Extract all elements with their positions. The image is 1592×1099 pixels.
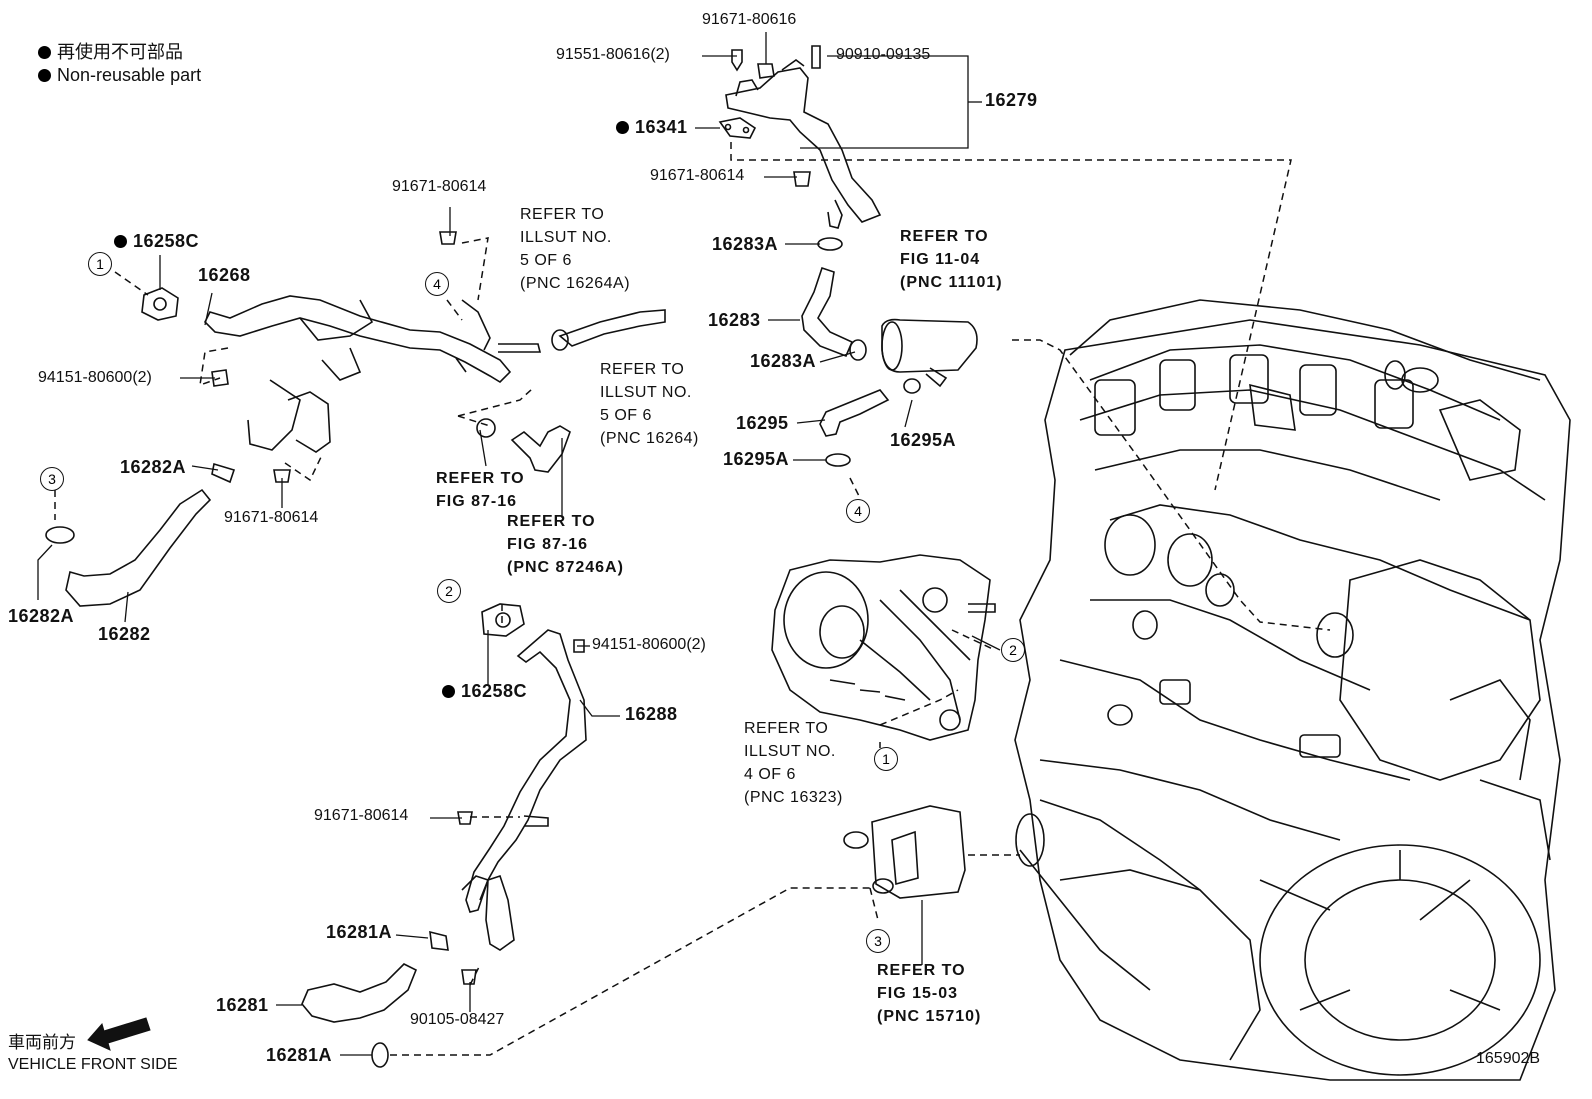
part-label[interactable]: 16283A <box>750 351 817 371</box>
part-label[interactable]: 94151-80600(2) <box>38 369 152 386</box>
refer-note: REFER TO FIG 87-16 (PNC 87246A) <box>507 513 624 576</box>
part-label[interactable]: 91671-80614 <box>314 807 409 824</box>
legend-en-text: Non-reusable part <box>57 65 202 85</box>
hose-right-of-16268 <box>476 309 666 473</box>
part-label[interactable]: 94151-80600(2) <box>592 636 706 653</box>
refer-note: REFER TO FIG 11-04 (PNC 11101) <box>900 228 1003 291</box>
part-label[interactable]: 16279 <box>985 90 1038 110</box>
part-label-text: 16258C <box>133 231 200 251</box>
part-oil-cooler <box>843 805 966 899</box>
refer-note: REFER TO ILLSUT NO. 4 OF 6 (PNC 16323) <box>744 720 843 806</box>
part-label-nonreusable[interactable]: 16341 <box>616 118 688 136</box>
refer-note: REFER TO ILLSUT NO. 5 OF 6 (PNC 16264) <box>600 361 699 447</box>
direction-jp: 車両前方 <box>8 1033 76 1052</box>
part-label[interactable]: 16295 <box>736 413 789 433</box>
nonreusable-icon <box>114 235 127 248</box>
refer-note: REFER TO ILLSUT NO. 5 OF 6 (PNC 16264A) <box>520 206 631 292</box>
direction-en: VEHICLE FRONT SIDE <box>8 1056 178 1073</box>
part-label[interactable]: 16295A <box>890 430 957 450</box>
part-label[interactable]: 91551-80616(2) <box>556 46 670 63</box>
part-label[interactable]: 91671-80616 <box>702 11 797 28</box>
callout-3: 3 <box>40 467 64 491</box>
part-water-pump <box>771 554 996 741</box>
part-label[interactable]: 16282 <box>98 624 151 644</box>
part-label-text: 16258C <box>461 681 528 701</box>
part-label[interactable]: 91671-80614 <box>224 509 319 526</box>
part-label[interactable]: 16282A <box>120 457 187 477</box>
legend-jp-text: 再使用不可部品 <box>57 42 183 62</box>
part-label[interactable]: 16283 <box>708 310 761 330</box>
bolts-top <box>731 45 821 187</box>
refer-note: REFER TO FIG 15-03 (PNC 15710) <box>877 962 982 1025</box>
part-16288-pipe <box>461 629 587 951</box>
part-16295-hose <box>819 378 921 467</box>
callout-2: 2 <box>1001 638 1025 662</box>
vehicle-front-arrow <box>87 1017 151 1051</box>
part-label[interactable]: 16268 <box>198 265 251 285</box>
callout-4: 4 <box>846 499 870 523</box>
part-16341-gasket <box>718 117 757 139</box>
part-16258C-gasket-top <box>141 287 179 321</box>
nonreusable-icon <box>442 685 455 698</box>
callout-2: 2 <box>437 579 461 603</box>
bullet-icon <box>38 46 51 59</box>
engine-block <box>1014 299 1571 1081</box>
part-label[interactable]: 91671-80614 <box>392 178 487 195</box>
part-label-nonreusable[interactable]: 16258C <box>442 682 527 700</box>
part-label-text: 16341 <box>635 117 688 137</box>
part-16268-pipe <box>204 295 542 453</box>
dashed-leaders <box>54 142 1331 1056</box>
legend-en: Non-reusable part <box>38 66 201 84</box>
refer-note: REFER TO FIG 87-16 <box>436 470 525 510</box>
nonreusable-icon <box>616 121 629 134</box>
callout-1: 1 <box>874 747 898 771</box>
callout-3: 3 <box>866 929 890 953</box>
part-label-nonreusable[interactable]: 16258C <box>114 232 199 250</box>
part-label[interactable]: 90105-08427 <box>410 1011 505 1028</box>
figure-id: 165902B <box>1476 1050 1541 1067</box>
part-thermostat-housing <box>881 318 978 388</box>
part-label[interactable]: 91671-80614 <box>650 167 745 184</box>
part-label[interactable]: 16282A <box>8 606 75 626</box>
legend-jp: 再使用不可部品 <box>38 43 183 61</box>
bolts-left <box>211 231 457 484</box>
part-16282-hose <box>45 488 212 607</box>
callout-1: 1 <box>88 252 112 276</box>
callout-4: 4 <box>425 272 449 296</box>
part-label[interactable]: 16295A <box>723 449 790 469</box>
part-label[interactable]: 16281A <box>326 922 393 942</box>
part-16281-hose <box>301 811 477 1068</box>
part-label[interactable]: 90910-09135 <box>836 46 931 63</box>
part-label[interactable]: 16281A <box>266 1045 333 1065</box>
part-label[interactable]: 16283A <box>712 234 779 254</box>
part-16283-hose <box>801 237 867 361</box>
part-label[interactable]: 16281 <box>216 995 269 1015</box>
part-16279-pipe <box>725 59 882 229</box>
bullet-icon <box>38 69 51 82</box>
part-16258C-gasket-bottom <box>481 603 525 637</box>
part-label[interactable]: 16288 <box>625 704 678 724</box>
